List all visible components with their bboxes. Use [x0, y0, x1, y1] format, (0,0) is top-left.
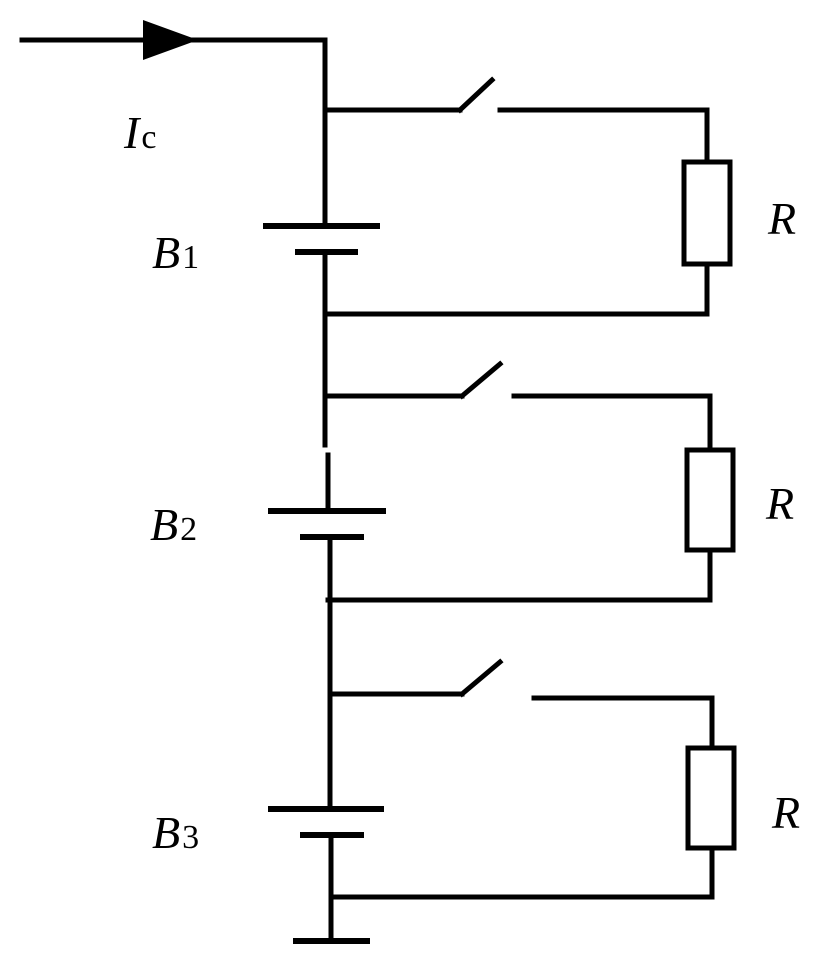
battery-b2-label: B2	[150, 499, 197, 550]
resistor-r2-label: R	[765, 478, 794, 529]
current-label: Ic	[123, 107, 156, 158]
battery-b3	[268, 689, 384, 943]
bypass-switch-2	[322, 360, 713, 453]
resistor-r1	[322, 159, 733, 317]
resistor-r3	[328, 745, 737, 900]
resistor-r3-label: R	[771, 787, 800, 838]
current-input-lead	[19, 20, 328, 225]
bypass-switch-3	[327, 658, 715, 751]
battery-b2-subscript: 2	[180, 511, 197, 548]
bypass-switch-1	[322, 76, 710, 165]
current-label-subscript: c	[141, 119, 156, 156]
battery-b1-label: B1	[152, 227, 199, 278]
battery-b2	[268, 395, 386, 695]
resistor-r2	[325, 447, 736, 603]
svg-text:Ic: Ic	[123, 107, 156, 158]
resistor-r1-label: R	[767, 193, 796, 244]
battery-b2-symbol: B	[150, 499, 178, 550]
battery-b3-label: B3	[152, 807, 199, 858]
battery-b1	[263, 223, 380, 401]
current-label-symbol: I	[123, 107, 142, 158]
battery-b3-subscript: 3	[182, 819, 199, 856]
current-direction-arrow-icon	[143, 20, 198, 60]
battery-b1-symbol: B	[152, 227, 180, 278]
battery-b3-symbol: B	[152, 807, 180, 858]
battery-b1-subscript: 1	[182, 239, 199, 276]
